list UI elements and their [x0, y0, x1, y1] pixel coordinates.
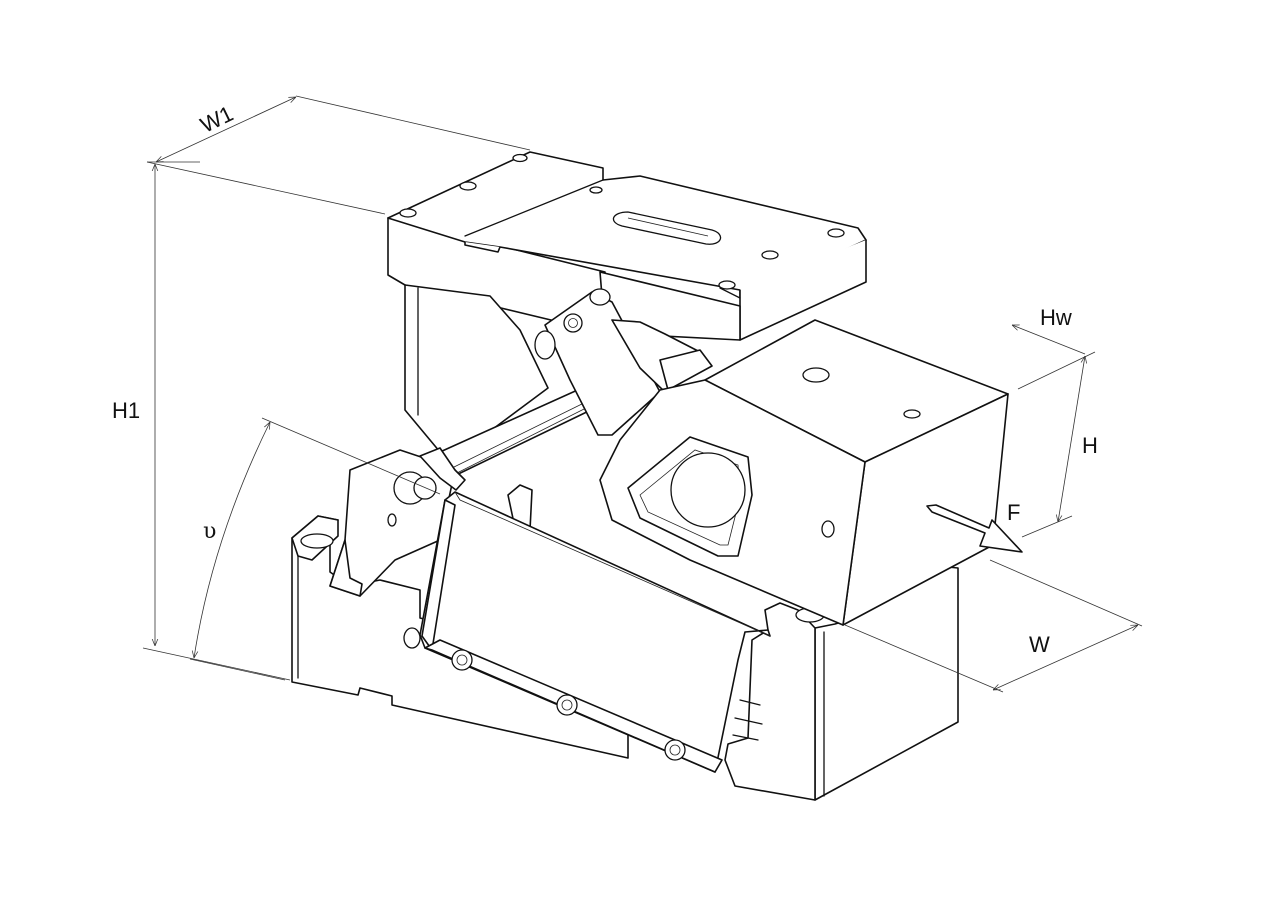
- linkage-arm: [534, 288, 713, 436]
- dimension-angle: [189, 417, 441, 681]
- slider-block: [599, 319, 1009, 626]
- label-h1: H1: [112, 398, 140, 423]
- label-w: W: [1029, 632, 1050, 657]
- dimension-w: [844, 559, 1143, 693]
- label-hw: Hw: [1040, 305, 1072, 330]
- label-angle-upsilon: υ: [203, 519, 216, 544]
- dimension-h1: [142, 161, 291, 681]
- label-f: F: [1007, 500, 1020, 525]
- label-h: H: [1082, 433, 1098, 458]
- dimension-hw-h: [1012, 325, 1096, 538]
- screw-icon: [451, 649, 686, 761]
- dimension-w1: [146, 95, 531, 215]
- label-w1: W1: [196, 101, 237, 138]
- force-arrow: [926, 504, 1023, 553]
- left-lever: [329, 447, 533, 597]
- front-cover-plate: [403, 491, 771, 773]
